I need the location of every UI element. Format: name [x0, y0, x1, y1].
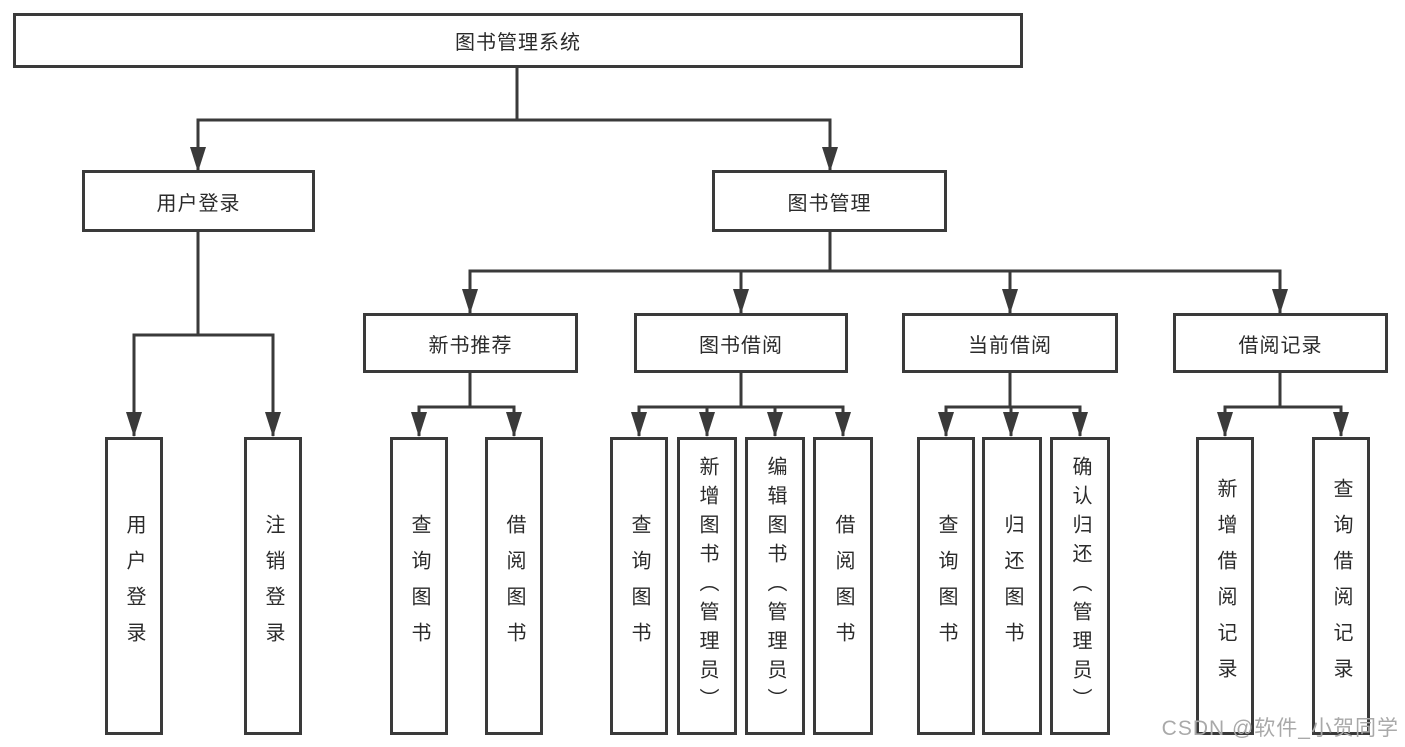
node-root: 图书管理系统	[13, 13, 1023, 68]
connector-new-book-recommendation-to-leaves	[411, 373, 522, 437]
connector-user-login-to-leaves	[126, 232, 281, 437]
node-user-login: 用户登录	[82, 170, 315, 232]
leaf-edit-books-admin: 编辑图书（管理员）	[745, 437, 805, 735]
connector-current-borrowing-to-leaves	[938, 373, 1088, 437]
leaf-query-books-borrowing: 查询图书	[610, 437, 668, 735]
leaf-query-borrow-record: 查询借阅记录	[1312, 437, 1370, 735]
leaf-query-books-recommend: 查询图书	[390, 437, 448, 735]
node-borrowing-records: 借阅记录	[1173, 313, 1388, 373]
connector-book-management-to-sections	[462, 232, 1288, 314]
leaf-borrow-books-recommend: 借阅图书	[485, 437, 543, 735]
node-new-book-recommendation: 新书推荐	[363, 313, 578, 373]
csdn-watermark: CSDN @软件_小贺同学	[1161, 717, 1399, 740]
connector-borrowing-records-to-leaves	[1217, 373, 1349, 437]
connector-root-to-branches	[190, 68, 838, 172]
leaf-confirm-return-admin: 确认归还（管理员）	[1050, 437, 1110, 735]
node-current-borrowing: 当前借阅	[902, 313, 1118, 373]
leaf-borrow-books-borrowing: 借阅图书	[813, 437, 873, 735]
node-book-borrowing: 图书借阅	[634, 313, 848, 373]
leaf-logout: 注销登录	[244, 437, 302, 735]
node-book-management: 图书管理	[712, 170, 947, 232]
leaf-query-books-current: 查询图书	[917, 437, 975, 735]
leaf-add-books-admin: 新增图书（管理员）	[677, 437, 737, 735]
leaf-return-books: 归还图书	[982, 437, 1042, 735]
leaf-add-borrow-record: 新增借阅记录	[1196, 437, 1254, 735]
leaf-user-login: 用户登录	[105, 437, 163, 735]
connector-book-borrowing-to-leaves	[631, 373, 851, 437]
